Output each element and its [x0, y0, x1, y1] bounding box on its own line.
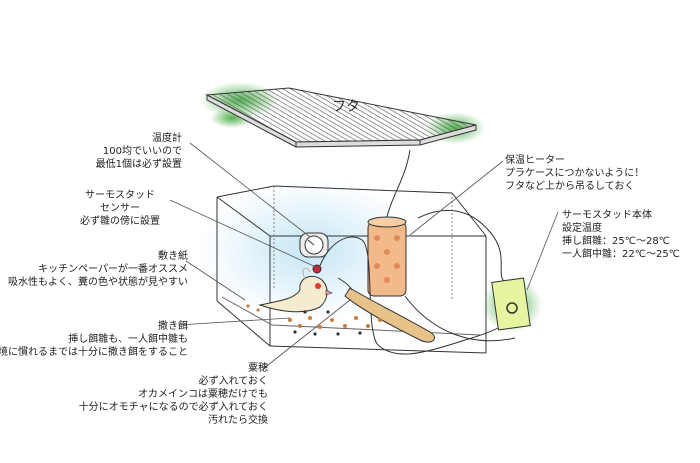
heater-cable	[404, 295, 516, 342]
bedding-title: 敷き紙	[158, 251, 188, 262]
thermostat-body	[482, 277, 542, 333]
power-cable	[417, 209, 506, 283]
feed-line: 挿し餌雛も、一人餌中雛も	[68, 334, 188, 345]
sensor-title: サーモスタッド	[85, 190, 155, 201]
bedding-line: キッチンペーパーが一番オススメ	[38, 264, 188, 275]
sensor-line: 必ず雛の傍に設置	[80, 216, 160, 227]
sensor-line: センサー	[100, 203, 140, 214]
millet-line: オカメインコは粟穂だけでも	[138, 389, 268, 400]
cockatiel-chick	[258, 267, 333, 313]
thermostat-body-line: 設定温度	[562, 223, 602, 234]
heater-annotation: 保温ヒーター プラケースにつかないように！ フタなど上から吊るしておく	[505, 154, 644, 193]
millet-title: 粟穂	[248, 363, 268, 374]
thermostat-body-title: サーモスタッド本体	[562, 210, 652, 221]
thermometer-line: 100均でいいので	[102, 146, 182, 157]
heater-title: 保温ヒーター	[505, 155, 565, 166]
millet-spray	[337, 277, 435, 343]
heater-line: フタなど上から吊るしておく	[505, 181, 635, 192]
thermostat-body-line: 一人餌中雛：22℃～25℃	[562, 249, 680, 260]
feed-title: 撒き餌	[158, 321, 188, 332]
lid-label: フタ	[332, 99, 360, 115]
thermometer-annotation: 温度計 100均でいいので 最低1個は必ず設置	[96, 132, 182, 171]
scattered-feed	[246, 304, 382, 336]
sensor-cable	[318, 236, 521, 355]
millet-line: 必ず入れておく	[198, 376, 268, 387]
millet-line: 汚れたら交換	[208, 415, 268, 426]
heater-line: プラケースにつかないように！	[505, 168, 645, 179]
scattered-feed-annotation: 撒き餌 挿し餌雛も、一人餌中雛も 環境に慣れるまでは十分に撒き餌をすること	[0, 320, 188, 359]
thermostat-sensor-annotation: サーモスタッド センサー 必ず雛の傍に設置	[60, 189, 180, 228]
feed-line: 環境に慣れるまでは十分に撒き餌をすること	[0, 347, 188, 358]
heater-device	[367, 149, 411, 297]
thermometer-line: 最低1個は必ず設置	[95, 159, 182, 170]
thermostat-body-line: 挿し餌雛：25℃～28℃	[562, 236, 670, 247]
bedding-annotation: 敷き紙 キッチンペーパーが一番オススメ 吸水性もよく、糞の色や状態が見やすい	[8, 250, 188, 289]
lid	[200, 82, 485, 148]
leader-lines	[169, 142, 559, 370]
bedding-line: 吸水性もよく、糞の色や状態が見やすい	[8, 277, 188, 288]
thermometer-device	[299, 232, 329, 258]
thermostat-body-annotation: サーモスタッド本体 設定温度 挿し餌雛：25℃～28℃ 一人餌中雛：22℃～25…	[562, 209, 680, 261]
millet-line: 十分にオモチャになるので必ず入れておく	[78, 402, 268, 413]
thermometer-title: 温度計	[152, 133, 182, 144]
millet-annotation: 粟穂 必ず入れておく オカメインコは粟穂だけでも 十分にオモチャになるので必ず入…	[79, 362, 268, 427]
